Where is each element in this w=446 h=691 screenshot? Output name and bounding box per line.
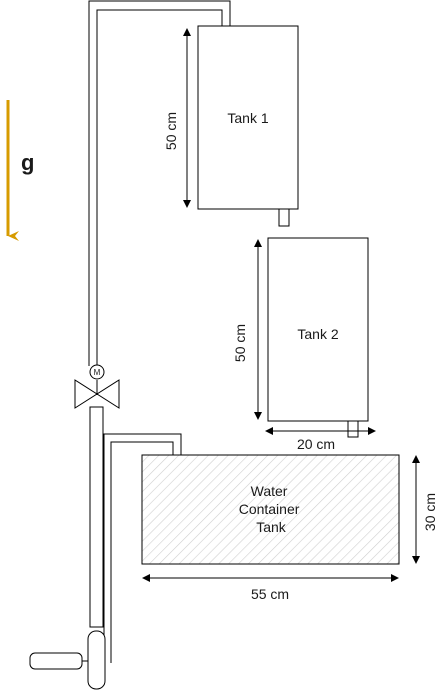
tank-2: Tank 2 50 cm 20 cm: [232, 237, 376, 452]
water-container-label-line-3: Tank: [256, 519, 287, 535]
water-container-label-line-2: Container: [239, 501, 300, 517]
tank-1: Tank 1 50 cm: [163, 25, 299, 227]
supply-pipe-tank1: [88, 0, 231, 366]
svg-text:M: M: [94, 368, 101, 377]
water-container-label: Water Container Tank: [239, 483, 304, 535]
container-height-label: 30 cm: [422, 493, 438, 531]
tank-2-outlet: [347, 420, 359, 438]
pump-icon: [29, 630, 106, 690]
valve-icon: M: [74, 364, 120, 409]
container-width-label: 55 cm: [251, 586, 289, 602]
tank-1-height-label: 50 cm: [163, 112, 179, 150]
water-container-body: [141, 454, 400, 565]
tank-2-height-label: 50 cm: [232, 324, 248, 362]
riser-pipe: [89, 406, 104, 628]
water-container-tank: Water Container Tank 55 cm 30 cm: [141, 454, 438, 602]
tank-2-body: [267, 237, 369, 422]
gravity-indicator: g: [6, 100, 34, 241]
water-container-label-line-1: Water: [251, 483, 288, 499]
tank-1-body: [197, 25, 299, 210]
tank-1-outlet: [278, 208, 290, 227]
tank-2-width-label: 20 cm: [297, 436, 335, 452]
tank-2-label: Tank 2: [297, 326, 338, 342]
tank-1-label: Tank 1: [227, 110, 268, 126]
gravity-label: g: [21, 150, 34, 175]
suction-pipe: [103, 433, 182, 663]
